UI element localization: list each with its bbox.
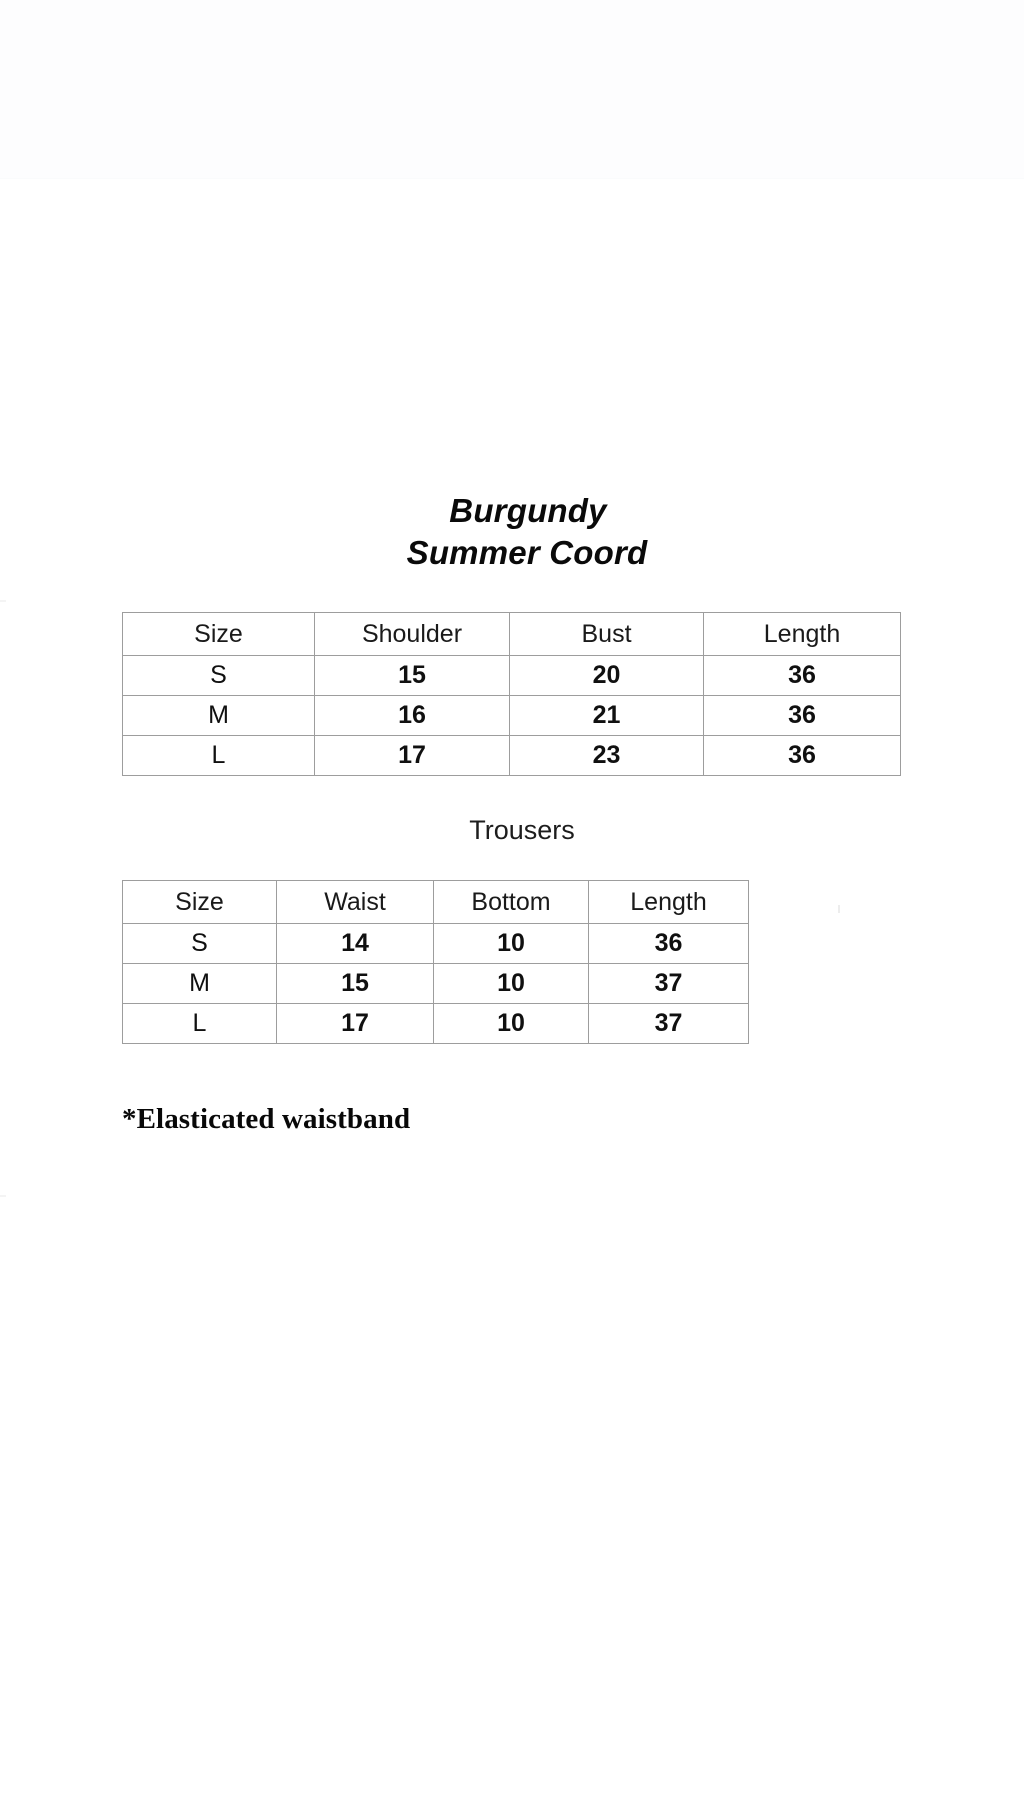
cell-size: M xyxy=(122,963,277,1004)
column-header-bottom: Bottom xyxy=(433,880,589,924)
column-header-waist: Waist xyxy=(276,880,434,924)
table-header-row: Size Waist Bottom Length xyxy=(122,880,749,924)
column-header-length: Length xyxy=(588,880,749,924)
table-row: L 17 10 37 xyxy=(122,1003,749,1044)
page-title: Burgundy Summer Coord xyxy=(0,490,1024,574)
page-edge-artifact-upper xyxy=(0,600,6,602)
trousers-size-table: Size Waist Bottom Length S 14 10 36 M 15… xyxy=(122,880,749,1044)
table-row: S 15 20 36 xyxy=(122,655,901,696)
column-header-size: Size xyxy=(122,612,315,656)
table-row: S 14 10 36 xyxy=(122,923,749,964)
cell-waist: 17 xyxy=(276,1003,434,1044)
section-label-trousers: Trousers xyxy=(469,815,575,845)
cell-size: S xyxy=(122,655,315,696)
cell-shoulder: 15 xyxy=(314,655,510,696)
cell-length: 36 xyxy=(588,923,749,964)
cell-bust: 20 xyxy=(509,655,704,696)
cell-waist: 14 xyxy=(276,923,434,964)
title-line-brand: Burgundy xyxy=(449,492,607,529)
cell-bottom: 10 xyxy=(433,1003,589,1044)
table-row: L 17 23 36 xyxy=(122,735,901,776)
cell-shoulder: 16 xyxy=(314,695,510,736)
table-header-row: Size Shoulder Bust Length xyxy=(122,612,901,656)
cell-bottom: 10 xyxy=(433,923,589,964)
column-header-bust: Bust xyxy=(509,612,704,656)
cell-length: 36 xyxy=(703,655,901,696)
cell-size: L xyxy=(122,735,315,776)
cell-waist: 15 xyxy=(276,963,434,1004)
table-row: M 15 10 37 xyxy=(122,963,749,1004)
cell-length: 37 xyxy=(588,963,749,1004)
cell-shoulder: 17 xyxy=(314,735,510,776)
page-edge-artifact-lower xyxy=(0,1195,6,1197)
cell-bust: 23 xyxy=(509,735,704,776)
column-header-length: Length xyxy=(703,612,901,656)
cell-bust: 21 xyxy=(509,695,704,736)
cell-length: 37 xyxy=(588,1003,749,1044)
cell-size: M xyxy=(122,695,315,736)
cell-length: 36 xyxy=(703,735,901,776)
footnote-elasticated-waistband: *Elasticated waistband xyxy=(122,1103,411,1135)
cell-bottom: 10 xyxy=(433,963,589,1004)
cell-size: L xyxy=(122,1003,277,1044)
top-size-table: Size Shoulder Bust Length S 15 20 36 M 1… xyxy=(122,612,901,776)
page-top-band xyxy=(0,0,1024,179)
column-header-shoulder: Shoulder xyxy=(314,612,510,656)
title-line-product: Summer Coord xyxy=(406,534,648,571)
cell-length: 36 xyxy=(703,695,901,736)
table-row: M 16 21 36 xyxy=(122,695,901,736)
column-header-size: Size xyxy=(122,880,277,924)
cell-size: S xyxy=(122,923,277,964)
page-speck-artifact xyxy=(838,905,840,913)
